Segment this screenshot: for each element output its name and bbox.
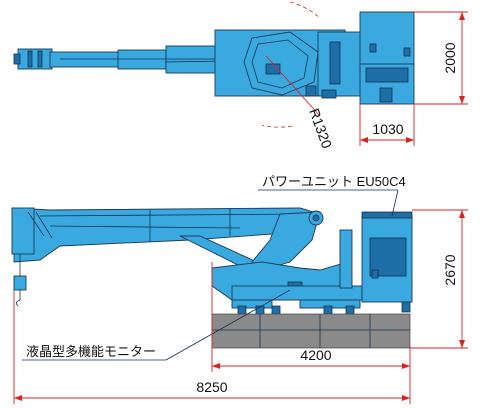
dim-top-height-text: 2000 [442,42,458,73]
top-boom-section-2 [117,49,169,70]
top-power-unit [359,11,415,67]
crane-side-view [11,207,413,349]
dim-outrigger-span-text: 4200 [300,347,331,363]
top-boom-section-3 [165,45,219,74]
dim-outrigger-span: 4200 [211,262,411,372]
dim-radius-text: R1320 [306,106,335,150]
side-boom [13,207,321,263]
dim-side-height: 2670 [410,209,468,349]
side-mast [339,229,353,289]
side-hook-block [13,275,27,291]
radius-leader-line [265,55,321,117]
power-unit-label: パワーユニット EU50C4 [262,174,406,189]
top-boom-tip [17,48,53,70]
crane-top-view [13,1,415,128]
top-boom-section-1 [49,51,121,68]
dim-side-height-text: 2670 [442,254,458,285]
power-unit-callout: パワーユニット EU50C4 [258,174,406,217]
dim-top-width-text: 1030 [372,121,403,137]
side-boom-tip [11,207,35,255]
dim-top-height: 2000 [414,11,468,105]
dim-total-length: 8250 [13,290,411,404]
lcd-monitor-label: 液晶型多機能モニター [26,344,156,359]
swing-radius-arc [261,1,321,128]
top-turntable-ring [243,31,319,96]
lcd-monitor-callout: 液晶型多機能モニター [22,289,291,361]
dim-total-length-text: 8250 [196,379,227,395]
side-ground-pad [211,313,411,349]
dim-top-width: 1030 [359,104,415,146]
